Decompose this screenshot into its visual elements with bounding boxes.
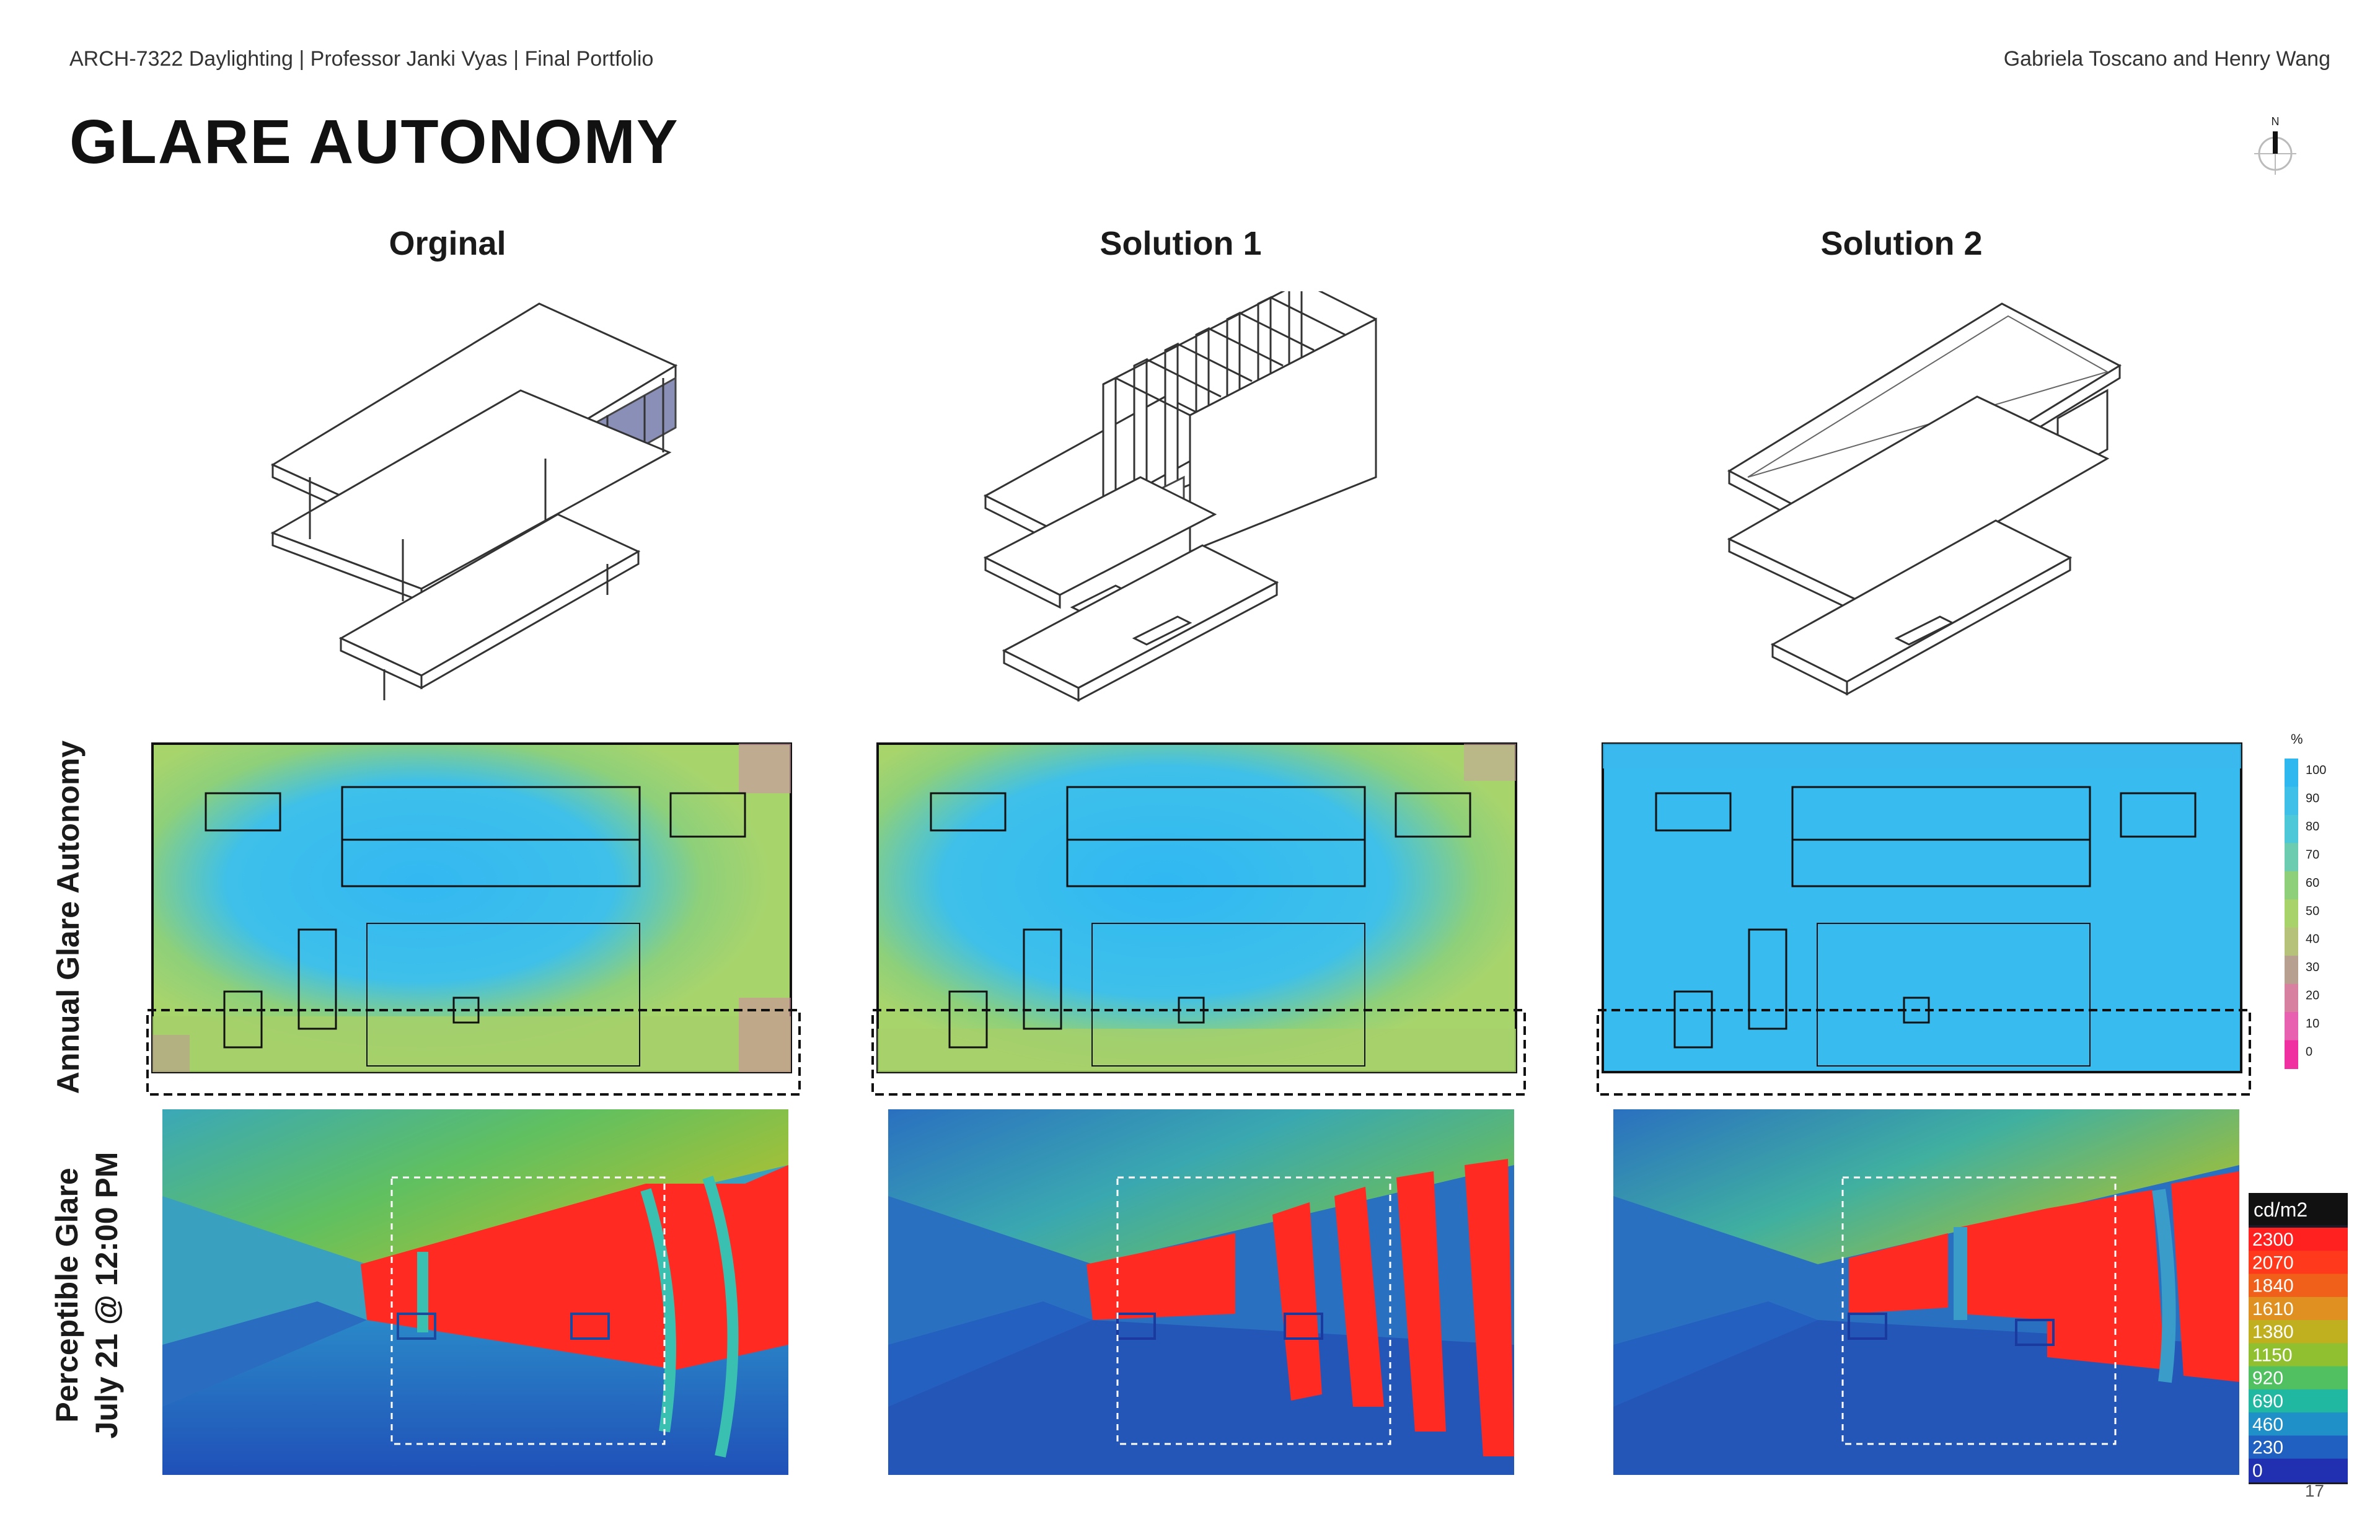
- pg-legend-swatch: [2249, 1435, 2348, 1459]
- pg-legend-swatch: [2249, 1251, 2348, 1275]
- pg-legend-tick: 1610: [2252, 1299, 2294, 1319]
- glare-focus-box: [390, 1176, 666, 1445]
- row-label-annual-glare-autonomy: Annual Glare Autonomy: [51, 740, 86, 1094]
- pg-legend-tick: 1150: [2252, 1345, 2293, 1365]
- ga-legend-tick: 10: [2306, 1017, 2319, 1031]
- terrace-slab: [1002, 544, 1279, 702]
- glare-window-zone: [2047, 1190, 2165, 1370]
- ga-legend-swatch: [2285, 899, 2298, 928]
- ga-legend-tick: 90: [2306, 791, 2319, 805]
- ga-plan-solution-2: [1597, 742, 2251, 1096]
- ga-legend-swatch: [2285, 843, 2298, 872]
- column-title-solution-1: Solution 1: [1100, 225, 1262, 262]
- ga-heatmap: [1602, 742, 2242, 1073]
- columns: [309, 378, 664, 601]
- ga-legend-swatch: [2285, 927, 2298, 957]
- axonometric-solution-1: [983, 291, 1377, 702]
- axonometric-solution-2: [1727, 302, 2122, 696]
- pg-legend-swatch: [2249, 1389, 2348, 1414]
- pg-legend-tick: 690: [2252, 1391, 2283, 1412]
- row-label-perceptible-glare: Perceptible Glare July 21 @ 12:00 PM: [47, 1152, 126, 1439]
- pg-legend-tick: 2070: [2252, 1252, 2294, 1273]
- ga-legend-unit: %: [2291, 731, 2303, 747]
- pg-legend-tick: 230: [2252, 1438, 2283, 1458]
- ga-legend-tick: 80: [2306, 820, 2319, 834]
- ga-legend-tick: 30: [2306, 961, 2319, 974]
- floor-plan-linework: [205, 786, 746, 1067]
- glare-focus-box: [1841, 1176, 2117, 1445]
- pg-legend-swatch: [2249, 1412, 2348, 1437]
- glare-focus-box: [1116, 1176, 1391, 1445]
- pg-legend-swatch: [2249, 1296, 2348, 1321]
- terrace-slab: [1770, 519, 2073, 696]
- page-title: GLARE AUTONOMY: [69, 107, 679, 177]
- pg-legend: cd/m2 2300207018401610138011509206904602…: [2249, 1193, 2348, 1484]
- pg-legend-tick: 920: [2252, 1368, 2283, 1389]
- pg-legend-swatch: [2249, 1366, 2348, 1390]
- page-number: 17: [2304, 1481, 2324, 1500]
- ga-legend-swatch: [2285, 956, 2298, 985]
- ga-legend-swatch: [2285, 1012, 2298, 1041]
- ga-legend-tick: 50: [2306, 904, 2319, 918]
- column-title-original: Orginal: [389, 225, 506, 262]
- pg-render-solution-2: [1613, 1109, 2239, 1475]
- north-arrow-icon: N: [2254, 115, 2296, 175]
- column-title-solution-2: Solution 2: [1820, 225, 1983, 262]
- pg-legend-swatch: [2249, 1228, 2348, 1252]
- floor-slab: [1727, 395, 2110, 615]
- pg-legend-swatch: [2249, 1320, 2348, 1344]
- ga-legend-swatch: [2285, 786, 2298, 816]
- pg-legend-tick: 460: [2252, 1414, 2283, 1435]
- pg-legend-unit: cd/m2: [2254, 1199, 2307, 1221]
- ga-plan-original: [146, 742, 801, 1096]
- ga-legend-tick: 0: [2306, 1045, 2312, 1059]
- glare-window-zone: [361, 1165, 788, 1370]
- glare-fin-strips: [1272, 1159, 1514, 1456]
- pg-legend-tick: 1840: [2252, 1276, 2294, 1296]
- pg-legend-tick: 1380: [2252, 1322, 2294, 1342]
- row-label-perceptible-line-1: Perceptible Glare: [50, 1168, 84, 1423]
- ga-plan-solution-1: [871, 742, 1526, 1096]
- vertical-fins: [1102, 291, 1377, 553]
- pg-render-original: [162, 1109, 788, 1475]
- row-label-perceptible-line-2: July 21 @ 12:00 PM: [89, 1151, 124, 1439]
- pg-legend-swatch: [2249, 1458, 2348, 1482]
- authors-header: Gabriela Toscano and Henry Wang: [2003, 47, 2330, 71]
- course-header: ARCH-7322 Daylighting | Professor Janki …: [69, 47, 654, 71]
- floor-plan-linework: [1655, 786, 2197, 1067]
- ga-legend-tick: 100: [2306, 763, 2326, 777]
- pg-legend-tick: 2300: [2252, 1230, 2294, 1250]
- ga-legend-swatches: [2285, 759, 2298, 1069]
- axonometric-original: [270, 302, 678, 700]
- floor-slab: [983, 476, 1217, 609]
- north-label: N: [2272, 115, 2280, 128]
- pg-render-solution-1: [888, 1109, 1514, 1475]
- ga-legend-swatch: [2285, 759, 2298, 788]
- pg-legend-swatch: [2249, 1343, 2348, 1367]
- pg-legend-tick: 0: [2252, 1461, 2263, 1481]
- ga-legend-tick: 40: [2306, 933, 2319, 946]
- floor-plan-linework: [930, 786, 1471, 1067]
- ga-legend-swatch: [2285, 814, 2298, 844]
- ga-heatmap: [876, 742, 1517, 1073]
- ga-legend-swatch: [2285, 983, 2298, 1013]
- ga-legend-tick: 70: [2306, 848, 2319, 861]
- pg-legend-swatch: [2249, 1274, 2348, 1298]
- terrace-slab: [338, 513, 641, 700]
- pg-legend-swatches: [2249, 1228, 2348, 1482]
- ga-legend-tick: 20: [2306, 989, 2319, 1003]
- ga-legend-swatch: [2285, 1040, 2298, 1069]
- ga-legend-tick: 60: [2306, 876, 2319, 890]
- ga-legend-swatch: [2285, 871, 2298, 900]
